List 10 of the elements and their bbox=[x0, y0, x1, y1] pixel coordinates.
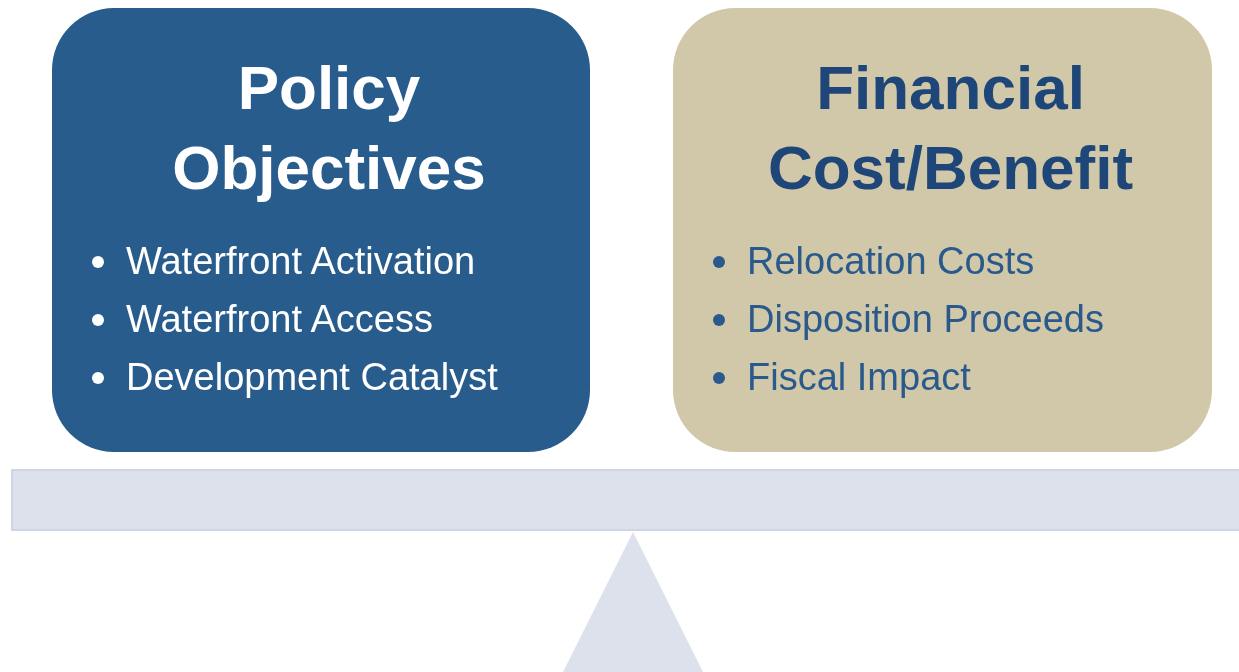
financial-card bbox=[673, 8, 1212, 452]
bullet-item: Waterfront Activation bbox=[126, 240, 476, 282]
bullet-item: Relocation Costs bbox=[747, 240, 1035, 282]
bullet-item: Disposition Proceeds bbox=[747, 298, 1104, 340]
bullet-item: Development Catalyst bbox=[126, 356, 498, 398]
bullet-item: Waterfront Access bbox=[126, 298, 433, 340]
card-heading: Policy Objectives bbox=[171, 52, 487, 204]
bullet-item: Fiscal Impact bbox=[747, 356, 971, 398]
card-heading: Financial Cost/Benefit bbox=[766, 52, 1135, 204]
policy-card bbox=[52, 8, 590, 452]
